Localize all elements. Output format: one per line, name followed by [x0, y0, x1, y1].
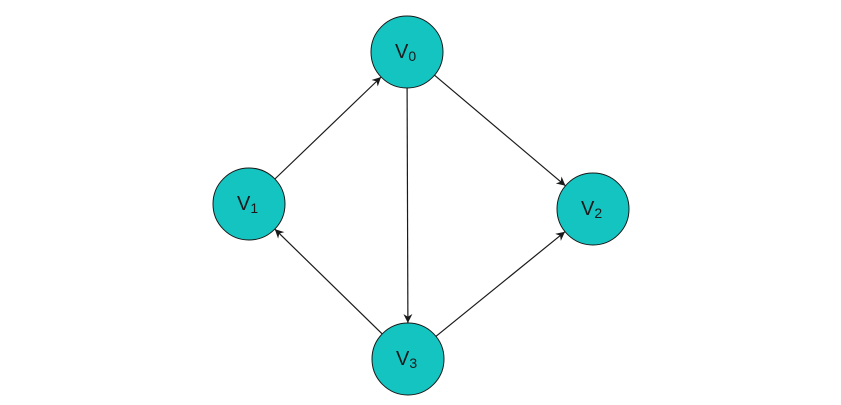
- node-v2-circle: [556, 172, 630, 246]
- nodes: V0 V1 V2 V3: [212, 15, 630, 396]
- node-v3-circle: [371, 322, 445, 396]
- edge-v0-v3: [403, 87, 413, 324]
- node-v0-circle: [370, 15, 444, 89]
- node-v0-label: V0: [395, 41, 416, 64]
- node-v1-circle: [212, 167, 286, 241]
- node-v0: V0: [370, 15, 444, 89]
- node-v2: V2: [556, 172, 630, 246]
- edge-v0-v2: [434, 74, 566, 187]
- node-v3: V3: [371, 322, 445, 396]
- node-v2-label: V2: [581, 198, 602, 221]
- edge-v3-v2: [435, 231, 566, 337]
- node-v1: V1: [212, 167, 286, 241]
- edge-v3-v1: [274, 228, 383, 335]
- edges: [274, 74, 566, 337]
- node-v1-label: V1: [237, 193, 258, 216]
- edge-v1-v0: [274, 76, 382, 180]
- node-v3-label: V3: [396, 348, 417, 371]
